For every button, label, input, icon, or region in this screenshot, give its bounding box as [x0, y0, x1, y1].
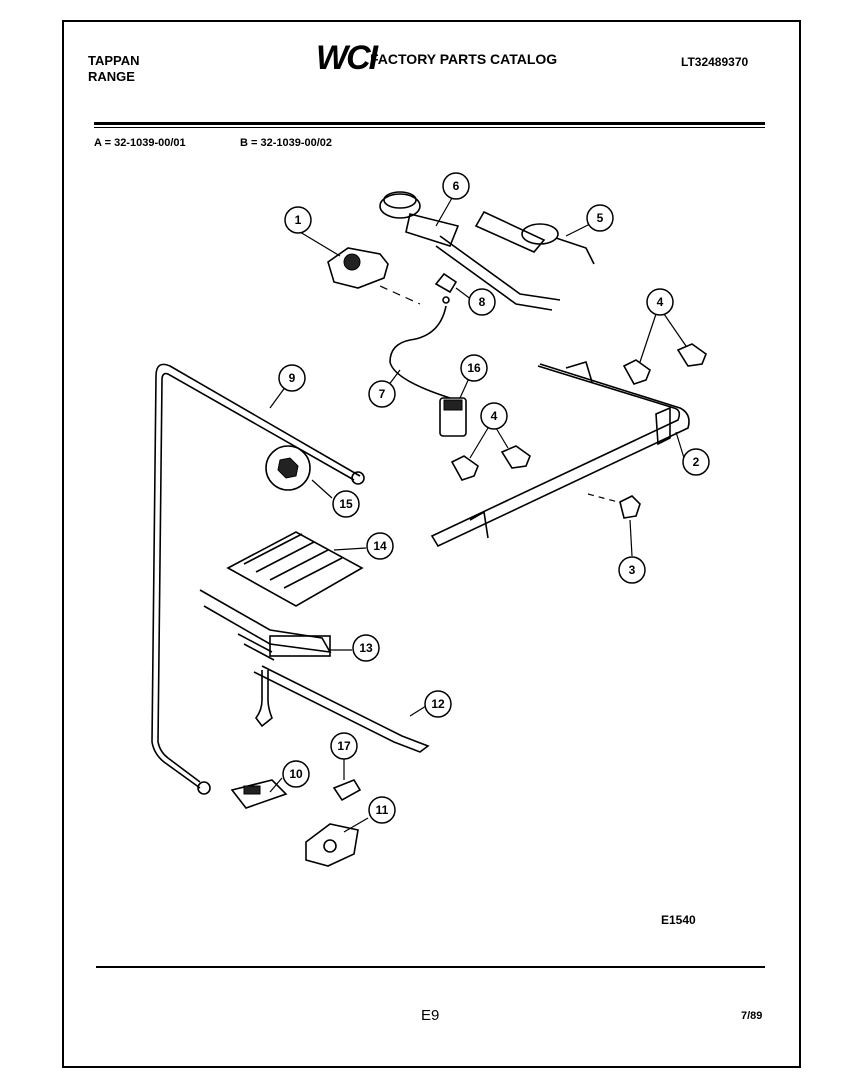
callout-11: 11	[368, 796, 396, 824]
svg-text:9: 9	[289, 371, 296, 385]
model-b: B = 32-1039-00/02	[240, 137, 333, 149]
page-number: E9	[421, 1007, 440, 1024]
callout-3: 3	[618, 556, 646, 584]
footer-rule	[96, 966, 765, 968]
callout-1: 1	[284, 206, 312, 234]
part-5-burner	[474, 210, 595, 265]
svg-text:12: 12	[431, 697, 445, 711]
header-rule-thin	[94, 127, 765, 128]
page-frame	[62, 20, 801, 1068]
part-9-tube	[151, 363, 365, 795]
callout-14: 14	[366, 532, 394, 560]
svg-text:15: 15	[339, 497, 353, 511]
callout-15: 15	[332, 490, 360, 518]
svg-text:14: 14	[373, 539, 387, 553]
svg-text:16: 16	[467, 361, 481, 375]
part-4-valves-lower	[450, 427, 531, 481]
part-14-shield	[226, 531, 367, 607]
callout-8: 8	[468, 288, 496, 316]
svg-text:1: 1	[295, 213, 302, 227]
svg-text:2: 2	[693, 455, 700, 469]
part-15-nut	[265, 445, 333, 499]
callout-7: 7	[368, 380, 396, 408]
svg-text:4: 4	[657, 295, 664, 309]
brand-block: TAPPAN RANGE	[88, 53, 140, 85]
svg-text:4: 4	[491, 409, 498, 423]
callout-5: 5	[586, 204, 614, 232]
callout-4-lower: 4	[480, 402, 508, 430]
part-7-tube	[387, 305, 451, 399]
model-a: A = 32-1039-00/01	[94, 137, 186, 149]
callout-12: 12	[424, 690, 452, 718]
svg-text:13: 13	[359, 641, 373, 655]
svg-text:7: 7	[379, 387, 386, 401]
part-8-clip	[434, 272, 473, 304]
callout-4-upper: 4	[646, 288, 674, 316]
callout-6: 6	[442, 172, 470, 200]
callout-10: 10	[282, 760, 310, 788]
callout-2: 2	[682, 448, 710, 476]
svg-text:17: 17	[337, 739, 351, 753]
callout-16: 16	[460, 354, 488, 382]
header-rule	[94, 122, 765, 125]
part-11-bracket	[305, 817, 369, 867]
brand-name: TAPPAN	[88, 53, 140, 68]
part-2-manifold	[430, 361, 690, 548]
part-6-burner	[379, 191, 561, 311]
svg-text:11: 11	[376, 803, 389, 817]
callout-9: 9	[278, 364, 306, 392]
part-4-valves-upper	[622, 313, 707, 385]
revision-date: 7/89	[741, 1010, 763, 1022]
part-1-regulator	[299, 231, 421, 305]
wci-logo: WCI	[316, 39, 378, 77]
product-type: RANGE	[88, 69, 135, 84]
svg-text:8: 8	[479, 295, 486, 309]
part-10-igniter	[230, 777, 288, 809]
part-number: LT32489370	[681, 55, 749, 69]
part-3-bracket	[587, 493, 641, 557]
svg-text:10: 10	[289, 767, 303, 781]
part-17-clip	[332, 758, 362, 802]
svg-text:6: 6	[453, 179, 460, 193]
part-12-burner	[253, 665, 430, 753]
diagram-code: E1540	[661, 913, 696, 927]
svg-text:3: 3	[629, 563, 636, 577]
callout-17: 17	[330, 732, 358, 760]
svg-text:5: 5	[597, 211, 604, 225]
part-13-burner	[199, 589, 352, 661]
catalog-title: FACTORY PARTS CATALOG	[370, 51, 558, 67]
part-16-switch	[439, 375, 471, 437]
callout-13: 13	[352, 634, 380, 662]
